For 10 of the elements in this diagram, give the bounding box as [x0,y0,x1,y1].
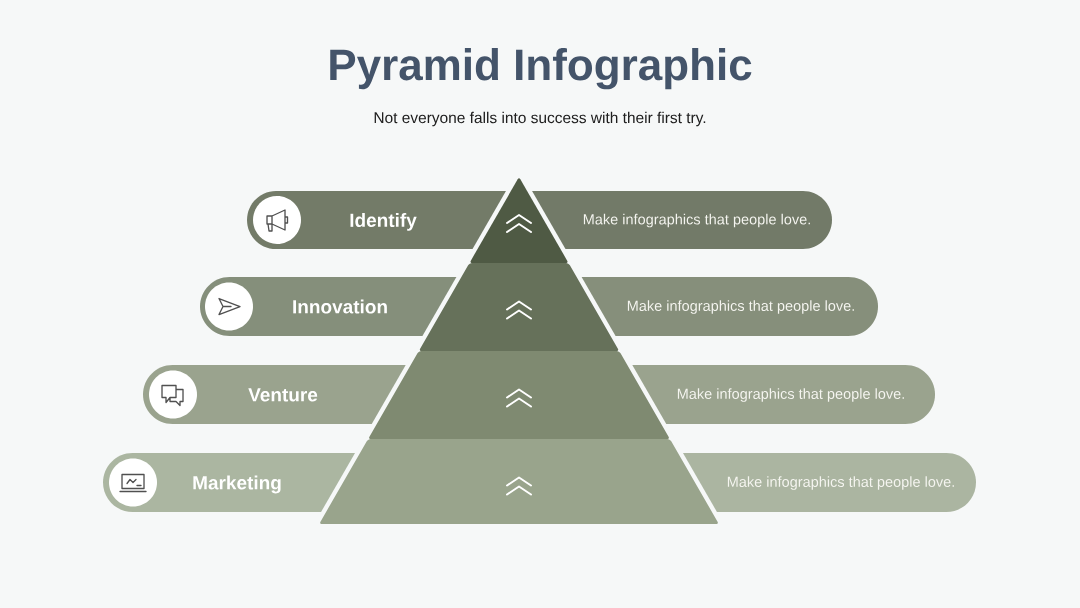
pyramid-tier [369,351,669,439]
description-pill: Make infographics that people love. [581,277,878,336]
subtitle: Not everyone falls into success with their first try. [374,111,706,127]
title: Pyramid Infographic [330,48,752,90]
description-pill: Make infographics that people love. [632,365,935,424]
description-pill: Make infographics that people love. [532,191,832,249]
pyramid-tier [320,439,718,524]
pyramid-tier [470,178,568,263]
description-pill: Make infographics that people love. [683,453,976,512]
pyramid-tier [419,263,619,351]
